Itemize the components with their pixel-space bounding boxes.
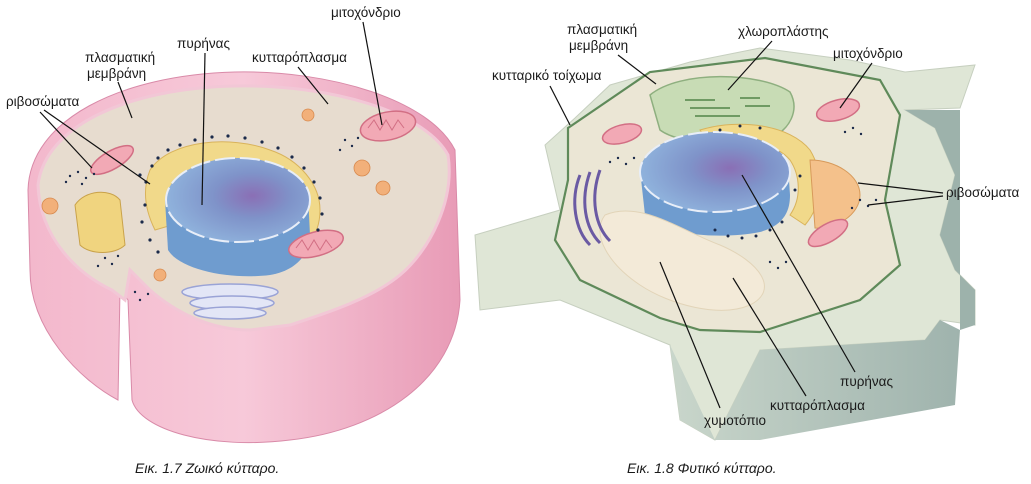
plant-leader-chloroplast xyxy=(727,40,773,91)
plant-cell-mitochondrion-1 xyxy=(815,98,861,122)
plant-label-vacuole: χυμοτόπιο xyxy=(704,413,766,428)
animal-label-nucleus: πυρήνας xyxy=(177,36,230,51)
animal-cell-mitochondrion-1 xyxy=(359,110,417,142)
animal-cell-vesicles xyxy=(41,108,391,282)
plant-cell-mitochondrion-3 xyxy=(807,218,849,248)
animal-label-plasma-membrane-2: μεμβράνη xyxy=(87,66,146,81)
animal-cell-nucleus xyxy=(165,157,311,243)
plant-leader-ribosomes-1 xyxy=(857,182,944,194)
animal-cell-golgi xyxy=(74,191,126,253)
plant-leader-mitochondrion xyxy=(839,62,873,109)
plant-caption: Εικ. 1.8 Φυτικό κύτταρο. xyxy=(627,460,777,476)
plant-cell-wall-side xyxy=(670,320,960,440)
animal-leader-membrane xyxy=(117,81,133,119)
plant-label-nucleus: πυρήνας xyxy=(840,374,893,389)
animal-leader-nucleus xyxy=(201,52,206,206)
plant-label-chloroplast: χλωροπλάστης xyxy=(738,24,829,39)
plant-cell-nucleus xyxy=(639,131,791,213)
animal-leader-mitochondrion xyxy=(362,21,383,126)
plant-label-plasma-membrane-1: πλασματική xyxy=(567,22,637,37)
animal-label-cytoplasm: κυτταρόπλασμα xyxy=(252,50,347,65)
plant-leader-cell-wall xyxy=(549,85,571,126)
plant-label-plasma-membrane-2: μεμβράνη xyxy=(569,38,628,53)
animal-leader-ribosomes-1 xyxy=(39,111,93,169)
animal-caption: Εικ. 1.7 Ζωικό κύτταρο. xyxy=(135,460,279,476)
animal-cell-ribosome-dots xyxy=(64,134,360,302)
plant-leader-cytoplasm xyxy=(732,277,807,397)
plant-label-cell-wall: κυτταρικό τοίχωμα xyxy=(492,68,602,83)
animal-label-ribosomes: ριβοσώματα xyxy=(6,94,80,109)
animal-cell-mitochondrion-3 xyxy=(89,144,135,176)
animal-label-mitochondrion: μιτοχόνδριο xyxy=(331,5,401,20)
plant-cell-ribosome-dots xyxy=(608,124,878,270)
plant-leader-vacuole xyxy=(659,261,721,409)
plant-leader-nucleus xyxy=(741,174,856,373)
plant-cell-mitochondrion-2 xyxy=(601,123,643,145)
animal-cell-mitochondrion-2 xyxy=(288,229,344,259)
plant-label-mitochondrion: μιτοχόνδριο xyxy=(833,46,903,61)
animal-label-plasma-membrane-1: πλασματική xyxy=(85,50,155,65)
plant-cell-illustration: πλασματική μεμβράνη χλωροπλάστης κυτταρι… xyxy=(474,22,1020,476)
plant-leader-ribosomes-2 xyxy=(867,195,944,206)
plant-cell-golgi xyxy=(573,169,612,247)
animal-cell-illustration: μιτοχόνδριο πλασματική μεμβράνη πυρήνας … xyxy=(6,5,461,476)
plant-label-cytoplasm: κυτταρόπλασμα xyxy=(770,398,865,413)
plant-label-ribosomes: ριβοσώματα xyxy=(946,185,1020,200)
plant-cell-wall-right xyxy=(905,110,975,330)
animal-leader-cytoplasm xyxy=(297,66,329,105)
animal-cell-golgi-stack xyxy=(181,283,279,320)
plant-leader-membrane xyxy=(617,54,657,85)
animal-leader-ribosomes-2 xyxy=(43,109,151,185)
